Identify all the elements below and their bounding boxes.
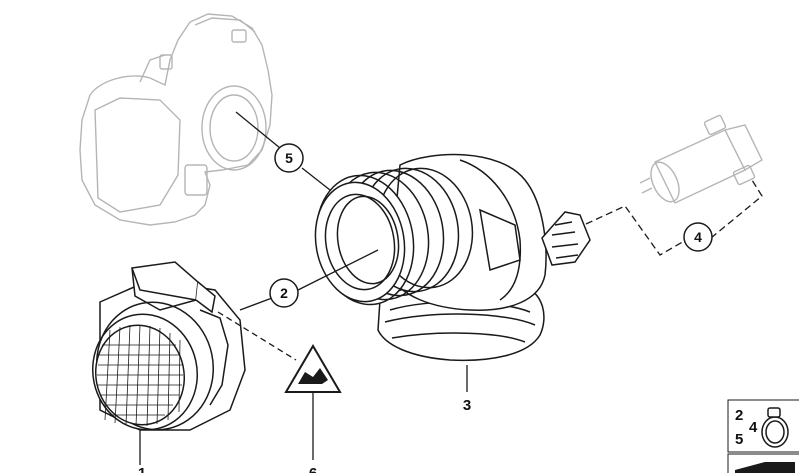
callout-2-label: 2 [280, 285, 288, 301]
legend-number-5: 5 [735, 431, 743, 448]
callout-2: 2 [269, 278, 299, 308]
throttle-body-illustration [79, 13, 273, 226]
hose-clamp-icon [761, 407, 789, 448]
legend-number-2: 2 [735, 407, 743, 424]
intake-boot-illustration [314, 153, 591, 362]
air-mass-meter-illustration [91, 261, 246, 431]
legend-box: 2 4 5 [727, 399, 799, 473]
callout-5-label: 5 [285, 150, 293, 166]
callout-4-label: 4 [694, 229, 702, 245]
leader-lines [139, 111, 763, 465]
flag-shape-icon [735, 462, 795, 473]
legend-number-4: 4 [749, 419, 758, 436]
callout-6-label: 6 [309, 465, 317, 473]
callout-5: 5 [274, 143, 304, 173]
callout-3-label: 3 [463, 397, 471, 414]
callout-1-label: 1 [138, 465, 146, 473]
warning-triangle-icon [284, 344, 342, 393]
solenoid-valve-illustration [639, 114, 763, 204]
callout-4: 4 [683, 222, 713, 252]
